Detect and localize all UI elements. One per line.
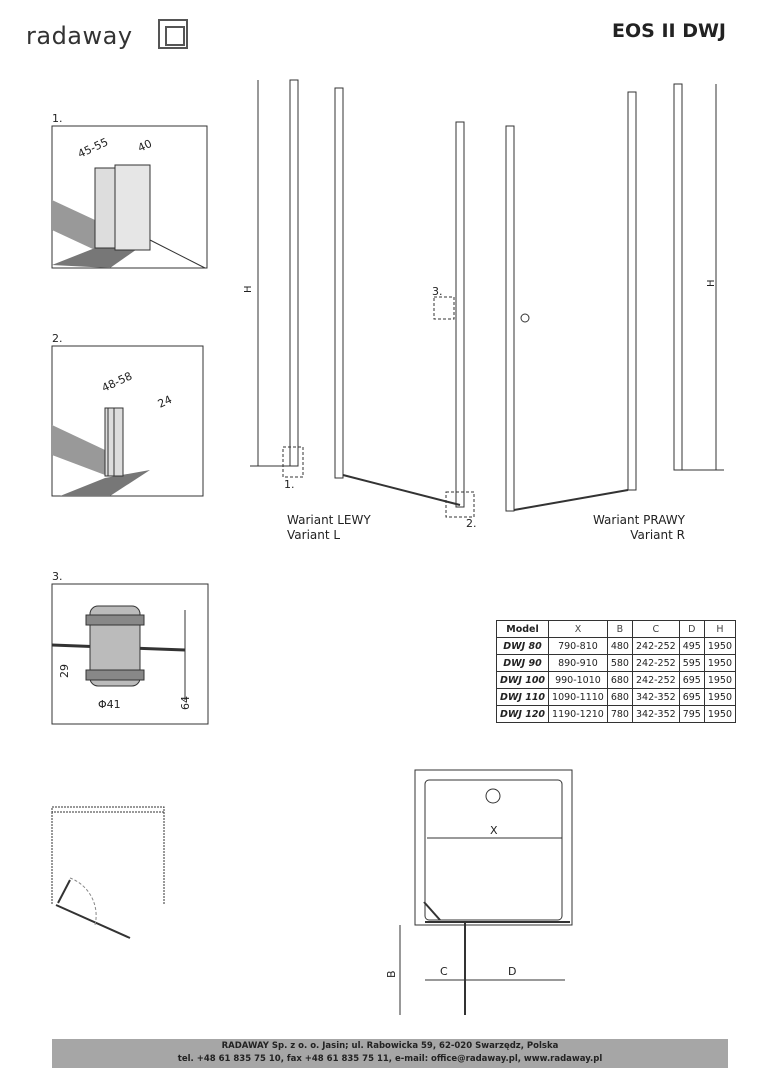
top-plan: X B C D [385, 769, 573, 1015]
cell: DWJ 100 [495, 671, 550, 689]
cell: 242-252 [631, 671, 680, 689]
cell: 695 [678, 688, 705, 706]
cell: 342-352 [631, 705, 680, 723]
left-variant-label: Wariant LEWY Variant L [287, 513, 371, 543]
col-b: B [606, 620, 633, 638]
cell: DWJ 110 [495, 688, 550, 706]
door-swing-plan [51, 806, 165, 939]
detail-1-number: 1. [52, 112, 63, 125]
cell: 1950 [703, 705, 737, 723]
footer-address: RADAWAY Sp. z o. o. Jasin; ul. Rabowicka… [221, 1041, 559, 1051]
detail-3-dim-c: 64 [179, 696, 192, 710]
cell: 1950 [703, 671, 737, 689]
cell: 242-252 [631, 637, 680, 655]
col-model: Model [495, 620, 550, 638]
callout-3: 3. [432, 285, 443, 298]
cell: 580 [606, 654, 633, 672]
detail-1-dim-b: 40 [136, 137, 154, 155]
plan-d-label: D [508, 965, 516, 978]
detail-2-dim-b: 24 [156, 393, 174, 411]
brand-logo: radaway [26, 22, 133, 50]
height-label-left: H [243, 285, 254, 293]
detail-2-number: 2. [52, 332, 63, 345]
plan-b-label: B [385, 970, 398, 978]
left-variant-pl: Wariant LEWY [287, 513, 371, 527]
cell: 1950 [703, 654, 737, 672]
cell: DWJ 90 [495, 654, 550, 672]
detail-3-dim-a: 29 [58, 664, 71, 678]
col-h: H [703, 620, 737, 638]
table-header: Model X B C D H [495, 620, 737, 638]
cell: 890-910 [548, 654, 608, 672]
footer: RADAWAY Sp. z o. o. Jasin; ul. Rabowicka… [52, 1039, 728, 1068]
footer-contact: tel. +48 61 835 75 10, fax +48 61 835 75… [177, 1054, 603, 1064]
callout-2: 2. [466, 517, 477, 530]
cell: 1190-1210 [548, 705, 608, 723]
plan-x-label: X [490, 824, 498, 837]
cell: 595 [678, 654, 705, 672]
cell: 680 [606, 688, 633, 706]
cell: DWJ 80 [495, 637, 550, 655]
callout-1: 1. [284, 478, 295, 491]
height-label-right: H [706, 279, 717, 287]
left-variant-en: Variant L [287, 528, 341, 542]
cell: 495 [678, 637, 705, 655]
page-title: EOS II DWJ [612, 20, 726, 42]
detail-1-dim-a: 45-55 [76, 135, 110, 160]
cell: DWJ 120 [495, 705, 550, 723]
cell: 242-252 [631, 654, 680, 672]
detail-3: 3. 29 Φ41 64 [51, 570, 209, 725]
detail-1: 1. 45-55 40 [51, 112, 208, 269]
right-variant-pl: Wariant PRAWY [592, 513, 685, 527]
cell: 1950 [703, 688, 737, 706]
detail-2-dim-a: 48-58 [100, 369, 134, 394]
col-d: D [678, 620, 705, 638]
detail-2: 2. 48-58 24 [51, 332, 204, 497]
cell: 780 [606, 705, 633, 723]
col-x: X [548, 620, 608, 638]
cell: 795 [678, 705, 705, 723]
cell: 342-352 [631, 688, 680, 706]
cell: 695 [678, 671, 705, 689]
col-c: C [631, 620, 680, 638]
right-variant-label: Wariant PRAWY Variant R [590, 513, 685, 543]
plan-c-label: C [440, 965, 448, 978]
logo-square-icon [158, 19, 188, 49]
cell: 990-1010 [548, 671, 608, 689]
cell: 1950 [703, 637, 737, 655]
detail-3-number: 3. [52, 570, 63, 583]
cell: 1090-1110 [548, 688, 608, 706]
right-variant-en: Variant R [630, 528, 685, 542]
right-variant-elevation: H [505, 83, 724, 512]
cell: 790-810 [548, 637, 608, 655]
cell: 680 [606, 671, 633, 689]
detail-3-dim-b: Φ41 [98, 698, 121, 711]
cell: 480 [606, 637, 633, 655]
left-variant-elevation: H 1. 3. 2. [243, 79, 477, 530]
